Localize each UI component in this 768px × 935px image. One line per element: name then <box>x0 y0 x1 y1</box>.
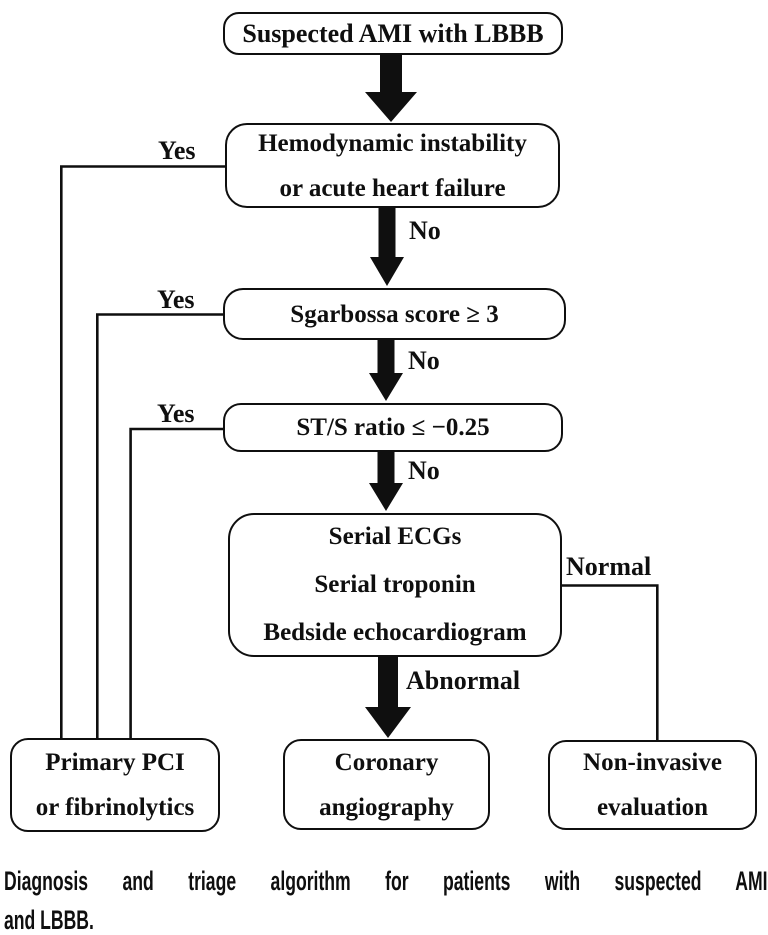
edge-label-no-1: No <box>409 216 441 245</box>
node-primary-pci: Primary PCI or fibrinolytics <box>10 738 220 832</box>
node-text-line: evaluation <box>596 794 709 821</box>
edge-label-yes-3: Yes <box>157 399 195 428</box>
node-text: Sgarbossa score ≥ 3 <box>290 300 499 328</box>
edge-yes-1-line <box>60 165 225 739</box>
down-arrow-1-icon <box>365 55 417 122</box>
node-text: ST/S ratio ≤ −0.25 <box>296 414 490 441</box>
node-suspected-ami-lbbb: Suspected AMI with LBBB <box>223 12 563 55</box>
down-arrow-2-icon <box>370 208 404 286</box>
down-arrow-3-icon <box>369 340 403 401</box>
down-arrow-5-icon <box>365 657 411 738</box>
node-hemodynamic-instability: Hemodynamic instability or acute heart f… <box>225 123 560 208</box>
edge-label-yes-2: Yes <box>157 285 195 314</box>
edge-yes-3-line <box>129 427 225 739</box>
node-sgarbossa-score: Sgarbossa score ≥ 3 <box>223 288 566 340</box>
figure-caption: Diagnosis and triage algorithm for patie… <box>4 862 768 935</box>
node-text-line: Primary PCI <box>45 749 185 776</box>
edge-label-normal: Normal <box>566 552 652 581</box>
edge-label-yes-1: Yes <box>158 136 196 165</box>
node-text-line: Serial ECGs <box>328 523 462 550</box>
edge-label-no-3: No <box>408 456 440 485</box>
edge-label-abnormal: Abnormal <box>406 666 521 695</box>
node-coronary-angiography: Coronary angiography <box>283 739 490 830</box>
node-text-line: Coronary <box>334 748 439 776</box>
node-text-line: or fibrinolytics <box>35 794 195 821</box>
node-text-line: angiography <box>319 793 454 821</box>
node-non-invasive-evaluation: Non-invasive evaluation <box>548 740 757 830</box>
node-text-line: Non-invasive <box>583 749 722 776</box>
caption-line-1: Diagnosis and triage algorithm for patie… <box>4 866 768 896</box>
node-text-line: or acute heart failure <box>279 174 506 202</box>
edge-yes-2-line <box>96 313 225 739</box>
node-text: Suspected AMI with LBBB <box>242 19 544 48</box>
down-arrow-4-icon <box>369 452 403 511</box>
caption-line-2: and LBBB. <box>4 905 94 935</box>
edge-normal-line <box>561 584 659 741</box>
node-text-line: Bedside echocardiogram <box>263 619 527 646</box>
edge-label-no-2: No <box>408 346 440 375</box>
node-text-line: Serial troponin <box>314 571 476 598</box>
node-serial-workup: Serial ECGs Serial troponin Bedside echo… <box>228 513 562 657</box>
node-st-s-ratio: ST/S ratio ≤ −0.25 <box>223 403 563 452</box>
node-text-line: Hemodynamic instability <box>258 129 527 157</box>
